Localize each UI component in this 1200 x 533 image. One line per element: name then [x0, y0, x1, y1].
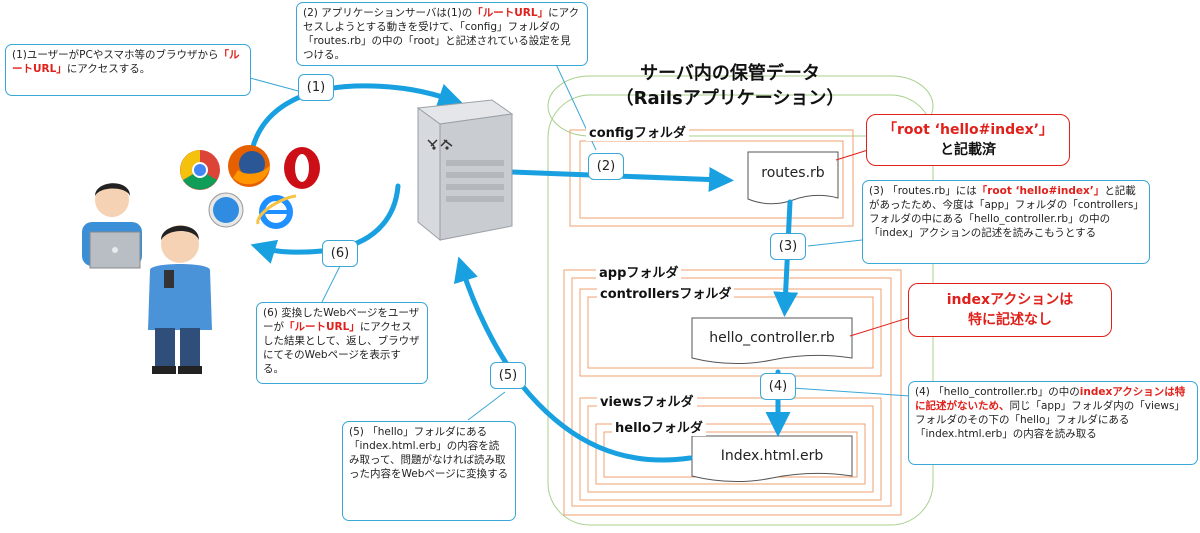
controller-callout-line-1: indexアクションは — [946, 292, 1074, 308]
note-step-3: (3) 「routes.rb」には「root ‘hello#index’」と記載… — [862, 180, 1150, 264]
browser-safari-icon — [208, 192, 244, 228]
browser-chrome-icon — [180, 150, 220, 190]
note-step-4: (4) 「hello_controller.rb」の中のindexアクションは特… — [908, 381, 1198, 465]
note-step-3-text-a: (3) 「routes.rb」には — [869, 185, 977, 197]
title-line-2: （Railsアプリケーション） — [615, 88, 845, 109]
browser-opera-icon — [284, 147, 320, 189]
step-4-label: (4) — [760, 373, 796, 400]
controller-file-shape — [691, 317, 853, 365]
note-step-2: (2) アプリケーションサーバは(1)の「ルートURL」にアクセスしようとする動… — [296, 2, 588, 66]
hello-folder-label: helloフォルダ — [612, 417, 706, 436]
note-step-5-text: (5) 「hello」フォルダにある「index.html.erb」の内容を読み… — [349, 426, 509, 480]
step-1-label: (1) — [298, 74, 334, 101]
step-6-label: (6) — [322, 240, 358, 267]
note-step-4-text-b: 同じ「app」フォルダ内の「views」フォルダのその下の「hello」フォルダ… — [915, 400, 1185, 440]
note6-pointer — [321, 265, 341, 303]
config-folder-frame — [569, 129, 854, 227]
note-step-1: (1)ユーザーがPCやスマホ等のブラウザから「ルートURL」にアクセスする。 — [5, 44, 251, 96]
flow-arrow-1 — [249, 83, 464, 153]
note-step-6-highlight: 「ルートURL」 — [284, 321, 360, 333]
controller-callout: indexアクションは 特に記述なし — [908, 283, 1112, 337]
controller-callout-pointer — [849, 317, 909, 337]
server-icon — [416, 99, 514, 242]
note1-pointer — [249, 77, 303, 93]
routes-callout: 「root ‘hello#index’」 と記載済 — [866, 114, 1070, 166]
note-step-6: (6) 変換したWebページをユーザーが「ルートURL」にアクセスした結果として… — [256, 302, 428, 384]
note-step-5: (5) 「hello」フォルダにある「index.html.erb」の内容を読み… — [342, 421, 516, 521]
note-step-2-highlight: 「ルートURL」 — [472, 7, 549, 19]
browser-firefox-icon — [228, 145, 270, 187]
title-line-1: サーバ内の保管データ — [640, 63, 820, 84]
controllers-folder-label: controllersフォルダ — [597, 283, 735, 302]
routes-file: routes.rb — [761, 165, 825, 181]
phone-user-icon — [148, 225, 212, 374]
note-step-2-text-b: にアクセスしようとする動きを受けて、「config」フォルダの「routes.r… — [303, 7, 580, 61]
note-step-4-highlight: indexアクションは特に記述がないため、 — [915, 386, 1186, 412]
controller-file: hello_controller.rb — [709, 330, 835, 346]
flow-arrow-5 — [453, 256, 693, 463]
app-folder-frame — [563, 269, 902, 516]
note-step-6-text-a: (6) 変換したWebページをユーザーが — [263, 307, 420, 333]
browser-ie-icon — [256, 194, 297, 229]
note4-pointer — [791, 387, 911, 397]
views-folder-label: viewsフォルダ — [597, 391, 697, 410]
view-file-shape — [691, 435, 853, 483]
routes-callout-line-1: 「root ‘hello#index’」 — [882, 122, 1054, 138]
routes-file-shape — [747, 151, 839, 205]
config-folder-label: configフォルダ — [586, 122, 689, 141]
controller-callout-line-2: 特に記述なし — [968, 312, 1052, 328]
pc-user-icon — [82, 183, 142, 269]
note-step-2-text-a: (2) アプリケーションサーバは(1)の — [303, 7, 473, 19]
note-step-4-text-a: (4) 「hello_controller.rb」の中の — [915, 386, 1080, 398]
note-step-1-text-a: (1)ユーザーがPCやスマホ等のブラウザから — [12, 49, 219, 61]
note-step-3-highlight: 「root ‘hello#index’」 — [976, 185, 1105, 197]
server-data-container-top — [547, 75, 934, 137]
diagram-title: サーバ内の保管データ （Railsアプリケーション） — [600, 61, 860, 111]
step-3-label: (3) — [770, 233, 806, 260]
note-step-1-highlight: 「ルートURL」 — [12, 49, 240, 75]
note3-pointer — [807, 239, 863, 247]
note-step-3-text-b: と記載があったため、今度は「app」フォルダの「controllers」フォルダ… — [869, 185, 1139, 239]
step-5-label: (5) — [490, 362, 526, 389]
views-folder-frame — [579, 397, 882, 501]
routes-callout-pointer — [835, 149, 869, 161]
app-folder-label: appフォルダ — [596, 262, 682, 281]
note5-pointer — [467, 391, 506, 421]
view-file: Index.html.erb — [720, 448, 824, 464]
step-2-label: (2) — [588, 153, 624, 180]
note-step-6-text-b: にアクセスした結果として、返し、ブラウザにてそのWebページを表示する。 — [263, 321, 420, 375]
note-step-1-text-b: にアクセスする。 — [66, 63, 151, 75]
routes-callout-line-2: と記載済 — [940, 142, 996, 158]
